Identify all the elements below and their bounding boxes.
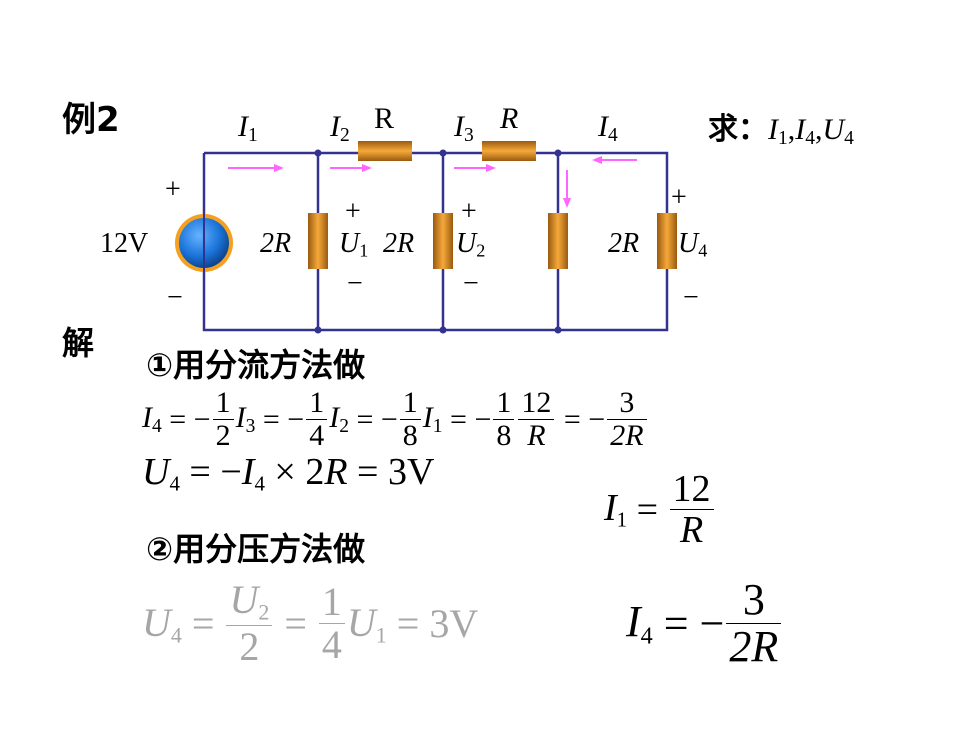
source-plus: + — [165, 174, 181, 205]
question: 求：I1,I4,U4 — [708, 112, 854, 149]
label-u1: U1 — [339, 228, 369, 261]
source-label: 12V — [100, 228, 149, 259]
resistor-middle — [548, 213, 568, 269]
label-u4: U4 — [678, 228, 708, 261]
u1-plus: + — [345, 196, 361, 227]
label-2r-c: 2R — [608, 228, 640, 259]
label-r-top-1: R — [374, 102, 395, 135]
solution-label: 解 — [62, 324, 95, 362]
u4-minus: − — [683, 282, 699, 313]
source-minus: − — [167, 282, 183, 313]
method2-title: ②用分压方法做 — [146, 530, 366, 568]
label-r-top-2: R — [500, 102, 519, 135]
voltage-source-icon — [175, 214, 233, 272]
resistor-r1 — [358, 141, 412, 161]
current-arrows — [228, 156, 637, 208]
target-i1: I1 — [768, 113, 788, 149]
label-u2: U2 — [456, 228, 486, 261]
question-prefix: 求： — [708, 112, 768, 147]
label-i4: I4 — [598, 110, 618, 146]
target-i4: I4 — [795, 113, 815, 149]
method1-title: ①用分流方法做 — [146, 346, 366, 384]
u2-minus: − — [463, 268, 479, 299]
resistor-2r-b — [433, 213, 453, 269]
u1-minus: − — [347, 268, 363, 299]
u4-plus: + — [671, 182, 687, 213]
label-i1: I1 — [238, 110, 258, 146]
junction-dots — [314, 149, 562, 334]
label-2r-b: 2R — [383, 228, 415, 259]
resistor-r2 — [482, 141, 536, 161]
label-i3: I3 — [454, 110, 474, 146]
label-i2: I2 — [330, 110, 350, 146]
u2-plus: + — [461, 196, 477, 227]
equation-u4: U4 = −I4 × 2R = 3V — [142, 451, 435, 496]
label-2r-a: 2R — [260, 228, 292, 259]
resistor-2r-a — [308, 213, 328, 269]
resistor-2r-c — [657, 213, 677, 269]
example-label: 例2 — [62, 100, 120, 140]
target-u4: U4 — [822, 113, 854, 149]
